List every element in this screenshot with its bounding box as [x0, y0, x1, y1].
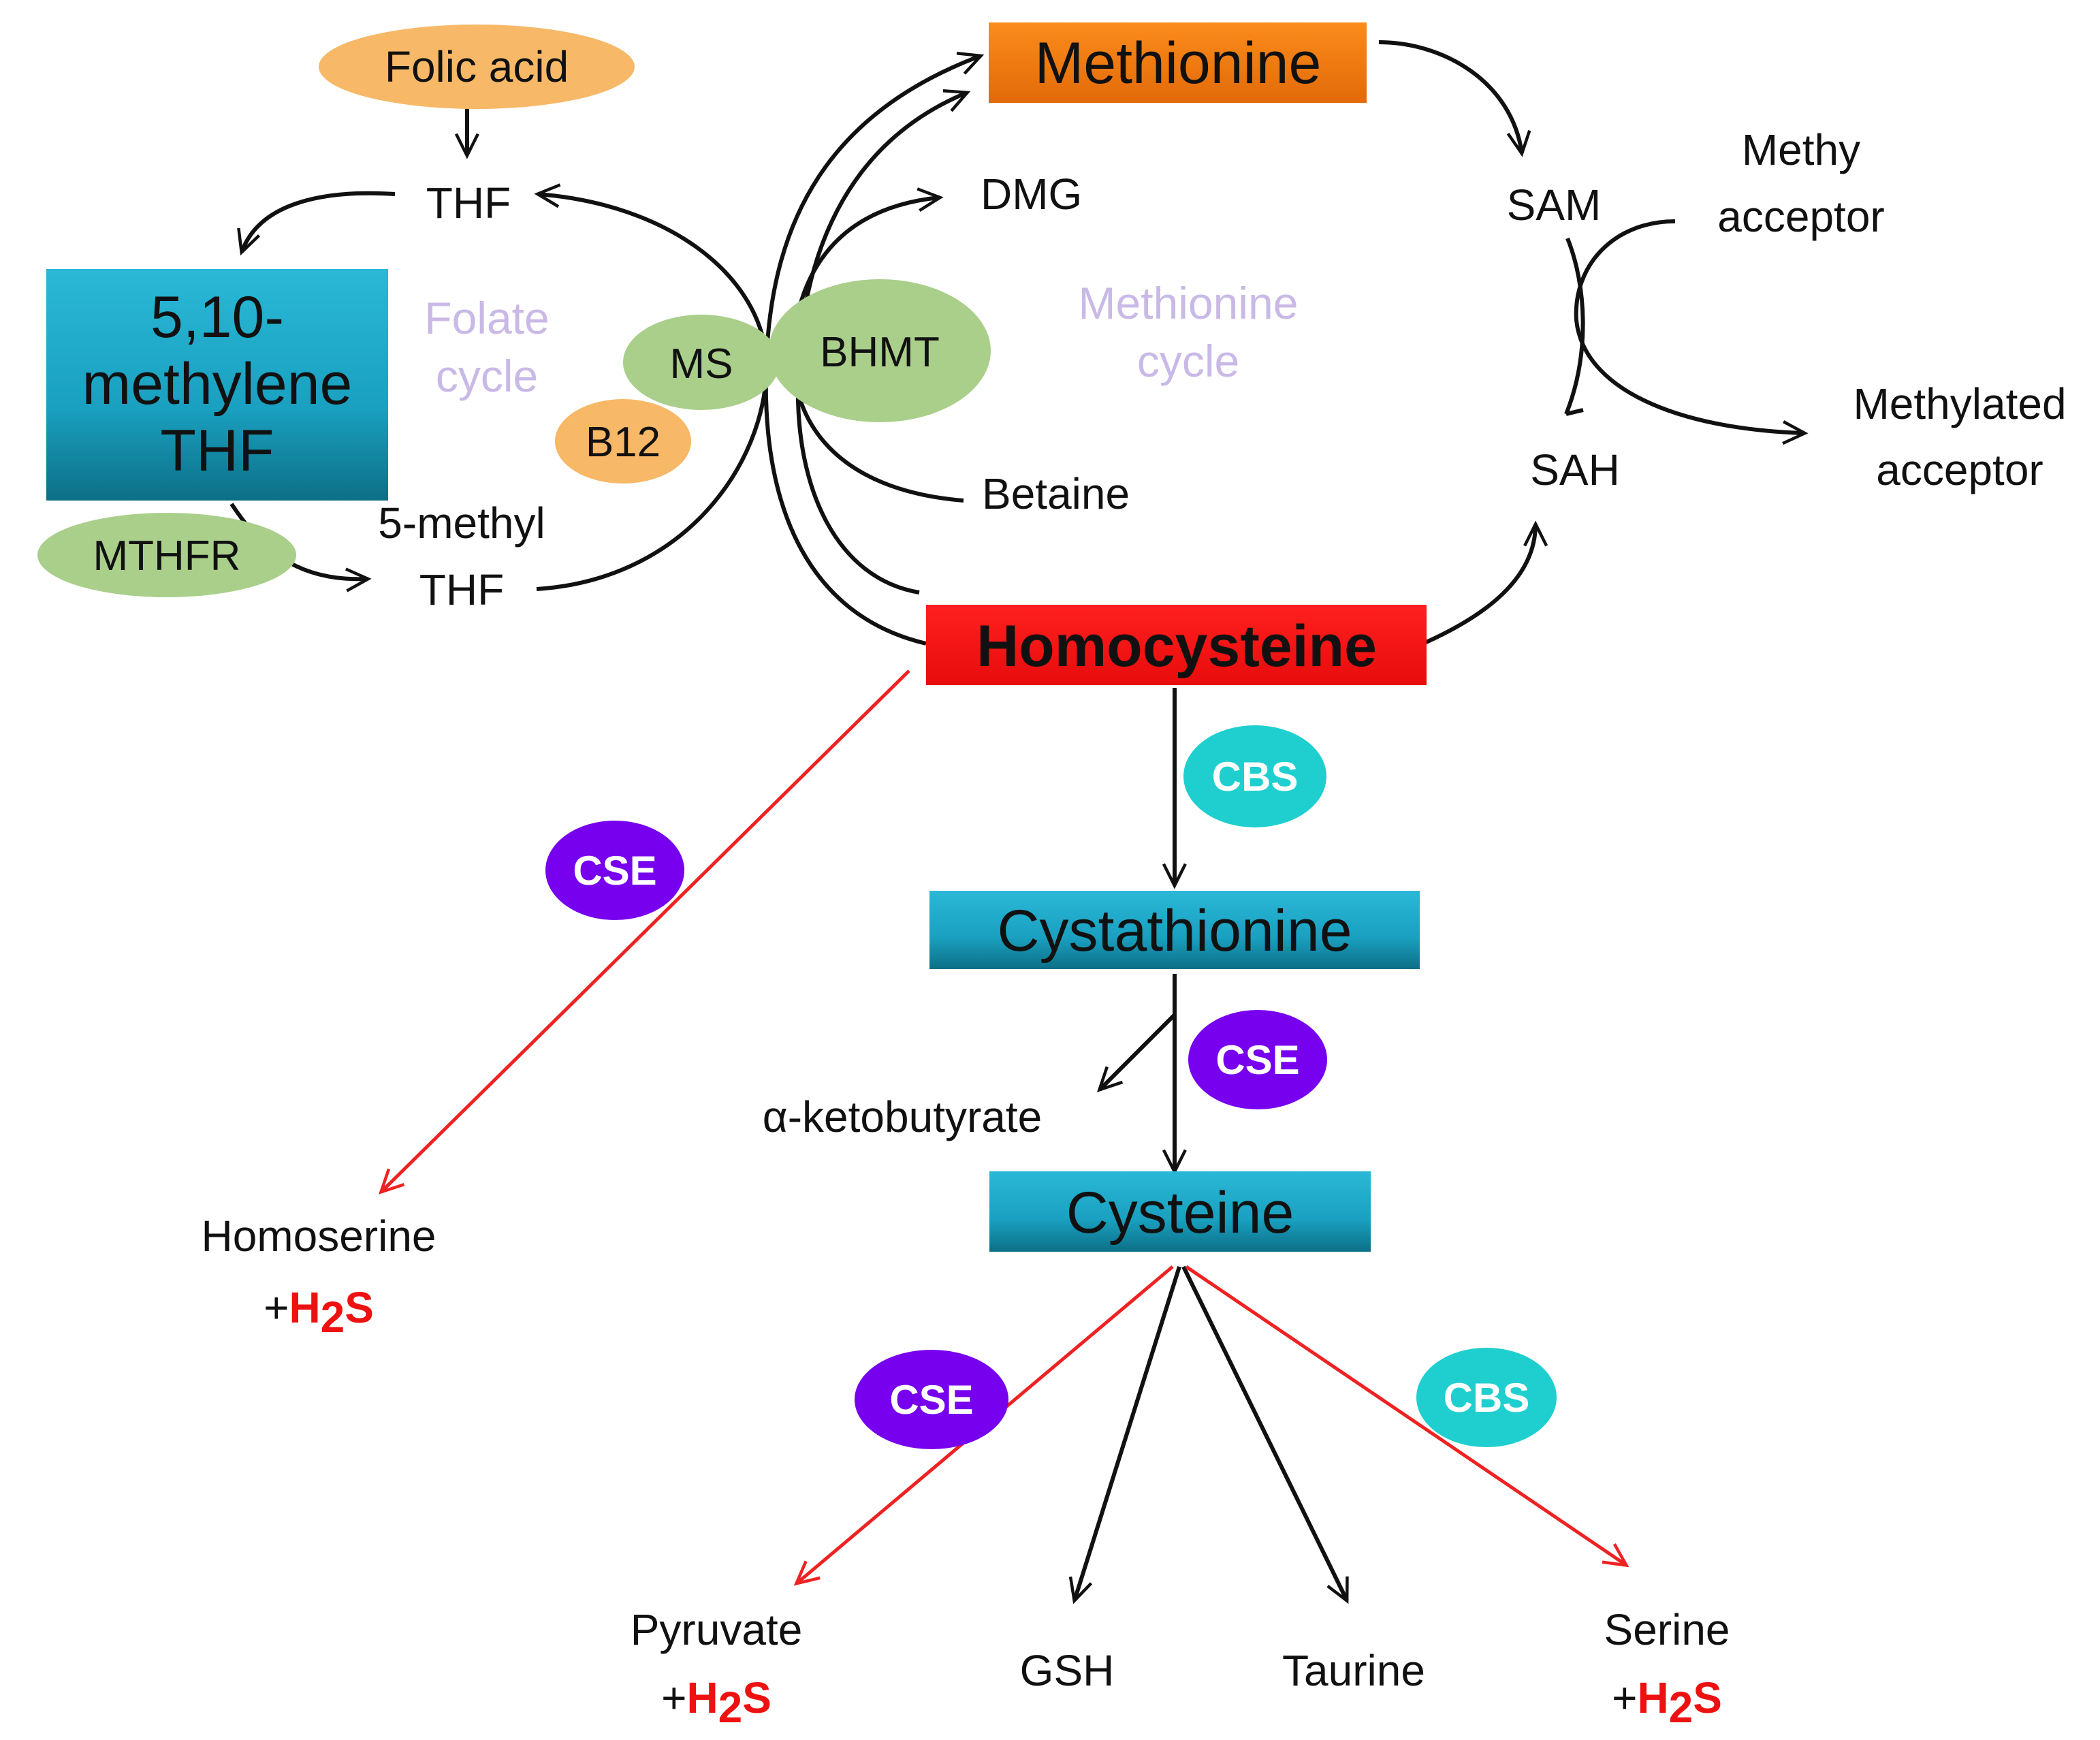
methionine-rect [989, 22, 1367, 103]
serine-h2s-sub: 2 [1669, 1683, 1693, 1732]
homoserine-h2s-plus: + [264, 1283, 289, 1332]
mthfr-label: MTHFR [93, 533, 241, 580]
homoserine-h2s-s: S [345, 1283, 374, 1332]
folic-acid-ellipse [319, 25, 635, 109]
gsh-label: GSH [1020, 1646, 1115, 1695]
methylene-thf-rect [46, 269, 388, 501]
cse-2-ellipse [1188, 1010, 1327, 1109]
cystathionine-label: Cystathionine [997, 898, 1352, 964]
enzyme-bhmt: BHMT [769, 279, 991, 422]
arrow-acceptor-to-methylated [1574, 219, 1809, 445]
cystathionine-box: Cystathionine [929, 891, 1420, 969]
b12-label: B12 [586, 419, 661, 466]
ms-ellipse [623, 315, 780, 410]
cofactor-b12: B12 [555, 399, 691, 484]
pyruvate-h2s-s: S [742, 1673, 771, 1722]
cbs-1-label: CBS [1212, 754, 1299, 800]
enzyme-cbs-1: CBS [1183, 725, 1326, 827]
homoserine-h2s-h: H [289, 1283, 320, 1332]
arrow-sah-hcy [1399, 520, 1548, 663]
pyruvate-label: Pyruvate [631, 1605, 803, 1654]
homoserine-h2s: +H2S [264, 1283, 374, 1342]
arrow-sam-to-sah [1564, 237, 1585, 415]
cse-1-label: CSE [573, 848, 656, 893]
arrow-hcy-to-homoserine [378, 669, 910, 1195]
ms-label: MS [670, 341, 733, 387]
enzyme-mthfr: MTHFR [37, 513, 296, 597]
bhmt-ellipse [769, 279, 991, 422]
methionine-cycle-line-1: Methionine [1079, 278, 1299, 328]
arrows [229, 40, 1809, 1604]
methionine-label: Methionine [1035, 31, 1322, 96]
serine-label: Serine [1604, 1605, 1730, 1654]
arrow-thf-to-methylene [237, 191, 396, 256]
mthfr-ellipse [37, 513, 296, 597]
methionine-cycle-line-2: cycle [1137, 336, 1239, 386]
serine-h2s-h: H [1637, 1673, 1668, 1722]
sam-label: SAM [1507, 180, 1602, 230]
betaine-label: Betaine [982, 469, 1130, 518]
cysteine-label: Cysteine [1066, 1180, 1294, 1246]
serine-h2s-plus: + [1612, 1673, 1637, 1722]
folic-acid-label: Folic acid [385, 42, 569, 91]
cysteine-box: Cysteine [989, 1171, 1371, 1252]
enzyme-cse-1: CSE [545, 821, 684, 920]
b12-ellipse [555, 399, 691, 484]
enzyme-ms: MS [623, 315, 780, 410]
thf-label: THF [426, 178, 511, 227]
homocysteine-rect [926, 605, 1427, 685]
ketobutyrate-label: α-ketobutyrate [763, 1092, 1043, 1141]
folate-cycle-line-1: Folate [424, 293, 549, 343]
arrow-to-ketobutyrate [1096, 1013, 1177, 1092]
pyruvate-h2s-plus: + [661, 1673, 686, 1722]
arrow-cysteine-to-gsh [1068, 1266, 1181, 1604]
methylene-thf-line-1: 5,10- [150, 285, 284, 350]
serine-h2s: +H2S [1612, 1673, 1722, 1732]
methyl-thf-line-1: 5-methyl [378, 499, 545, 548]
arrow-cysteine-to-serine [1185, 1265, 1629, 1568]
homoserine-label: Homoserine [201, 1212, 436, 1261]
pyruvate-h2s-sub: 2 [718, 1683, 743, 1732]
folic-acid-node: Folic acid [319, 25, 635, 109]
arrow-met-to-sam [1378, 40, 1531, 157]
cse-1-ellipse [545, 821, 684, 920]
methyl-acceptor-line-2: acceptor [1717, 192, 1884, 241]
methyl-thf-line-2: THF [419, 565, 504, 614]
pyruvate-h2s: +H2S [661, 1673, 771, 1732]
taurine-label: Taurine [1282, 1646, 1425, 1695]
methyl-acceptor-line-1: Methy [1742, 125, 1860, 174]
methylene-thf-box: 5,10- methylene THF [46, 269, 388, 501]
folate-cycle-line-2: cycle [436, 351, 538, 401]
enzyme-cse-2: CSE [1188, 1010, 1327, 1109]
cbs-1-ellipse [1183, 725, 1326, 827]
methylene-thf-line-3: THF [160, 418, 274, 484]
methylated-acceptor-line-1: Methylated [1853, 379, 2066, 428]
pyruvate-h2s-h: H [686, 1673, 718, 1722]
cbs-2-label: CBS [1444, 1375, 1530, 1421]
cse-2-label: CSE [1215, 1037, 1299, 1083]
enzyme-cse-3: CSE [855, 1350, 1008, 1449]
serine-h2s-s: S [1693, 1673, 1722, 1722]
cse-3-label: CSE [889, 1377, 973, 1423]
cse-3-ellipse [855, 1350, 1008, 1449]
cystathionine-rect [929, 891, 1420, 969]
cbs-2-ellipse [1416, 1348, 1557, 1447]
homoserine-h2s-sub: 2 [321, 1293, 345, 1342]
dmg-label: DMG [981, 170, 1082, 219]
homocysteine-box: Homocysteine [926, 605, 1427, 685]
homocysteine-label: Homocysteine [976, 614, 1377, 679]
methionine-box: Methionine [989, 22, 1367, 103]
enzyme-cbs-2: CBS [1416, 1348, 1557, 1447]
methylene-thf-line-2: methylene [82, 351, 353, 417]
bhmt-label: BHMT [820, 329, 940, 376]
methylated-acceptor-line-2: acceptor [1876, 445, 2043, 494]
arrow-cysteine-to-taurine [1181, 1265, 1349, 1604]
cysteine-rect [989, 1171, 1371, 1252]
arrow-sam-to-sah-barb [1565, 408, 1584, 416]
sah-label: SAH [1530, 445, 1620, 494]
